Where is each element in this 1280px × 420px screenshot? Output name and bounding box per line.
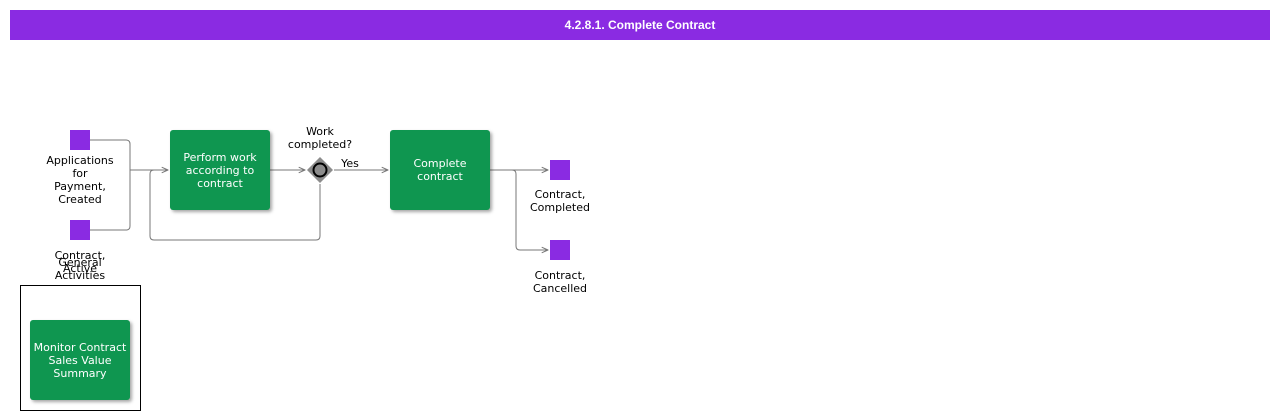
group-general-activities — [20, 285, 141, 411]
event-contract-cancelled[interactable] — [550, 240, 570, 260]
edge-complete-to-cancelled — [511, 169, 548, 250]
edge-gateway-loop-back — [149, 169, 321, 241]
event-applications-created-label: Applications for Payment, Created — [46, 154, 114, 206]
edge-active-to-perform — [90, 170, 131, 231]
event-contract-completed[interactable] — [550, 160, 570, 180]
event-contract-active-label: Contract, Active — [54, 249, 106, 275]
gateway-label: Work completed? — [287, 125, 353, 151]
event-contract-cancelled-label: Contract, Cancelled — [532, 269, 588, 295]
event-contract-active[interactable] — [70, 220, 90, 240]
task-perform-work[interactable]: Perform work according to contract — [170, 130, 270, 210]
edge-applications-to-perform — [90, 139, 168, 170]
event-applications-created[interactable] — [70, 130, 90, 150]
diagram-title: 4.2.8.1. Complete Contract — [10, 10, 1270, 40]
exclusive-gateway-icon[interactable] — [307, 157, 333, 183]
group-label: General Activities — [54, 256, 106, 282]
task-monitor-contract[interactable]: Monitor Contract Sales Value Summary — [30, 320, 130, 400]
task-complete-contract[interactable]: Complete contract — [390, 130, 490, 210]
yes-flow-label: Yes — [341, 157, 359, 170]
event-contract-completed-label: Contract, Completed — [530, 188, 590, 214]
